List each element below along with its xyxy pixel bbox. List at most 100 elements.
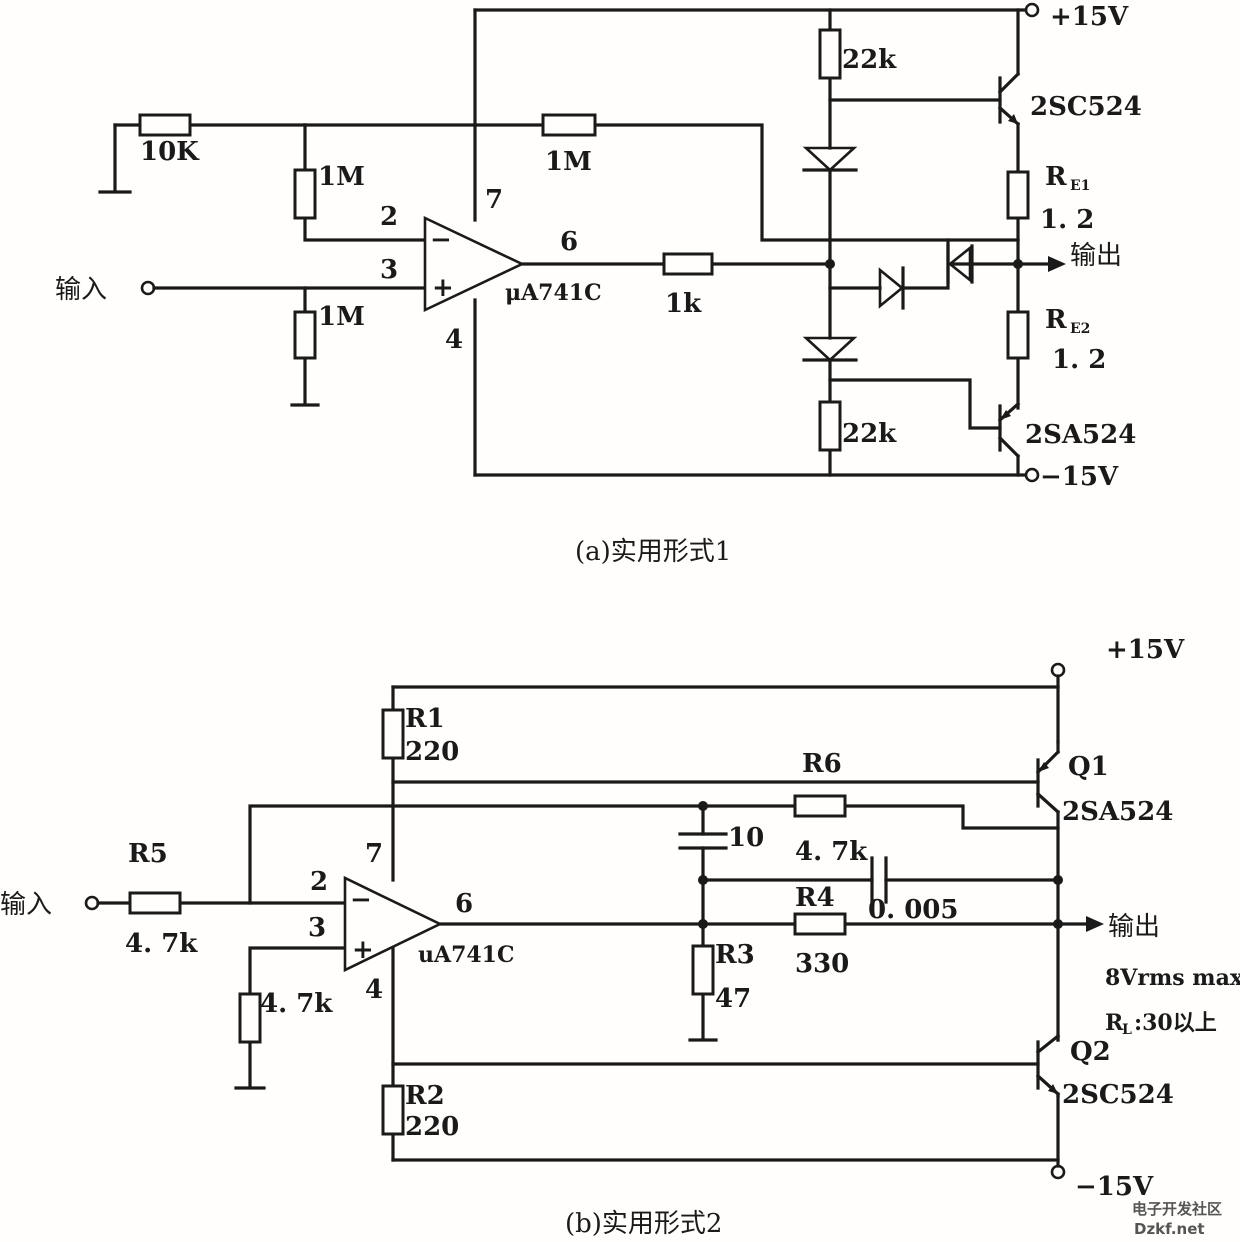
a-resistor-re1 [1006,170,1030,220]
a-diode-bottom [802,336,858,362]
a-pin2-label: 2 [380,202,398,232]
a-q-bottom-body [997,401,1021,477]
a-input-label: 输入 [55,275,107,305]
b-r5-name: R5 [128,839,168,869]
b-spec-rl-value: :30以上 [1134,1010,1217,1036]
circuit-b: 输入 输出 +15V −15V uA741C 2 3 4 6 7 − + R1 … [0,635,1240,1239]
b-r5-value: 4. 7k [125,929,198,959]
a-1m-fb-label: 1M [545,147,592,177]
b-r1-value: 220 [405,737,459,767]
b-resistor-r2 [381,1084,405,1136]
a-1m-in-label: 1M [318,302,365,332]
a-10k-ground-wire [98,123,132,194]
b-resistor-r1 [381,708,405,760]
a-1k-label: 1k [665,289,702,319]
watermark: 电子开发社区 Dzkf.net [1132,1200,1222,1238]
a-vcc-pos-label: +15V [1050,2,1129,32]
a-re2-name: R [1045,305,1067,335]
b-q2-part: 2SC524 [1062,1080,1174,1110]
b-r3-value: 47 [715,984,751,1014]
b-resistor-r5 [128,891,182,915]
b-spec-rl-sub: L [1122,1022,1132,1038]
a-opamp [423,215,526,313]
b-spec-vrms: 8Vrms max [1105,965,1240,991]
b-c1-plates [678,832,728,850]
a-opamp-label: μA741C [505,280,602,306]
b-resistor-r6 [793,794,847,818]
a-protect-wire [828,238,1020,290]
b-q1-name: Q1 [1068,752,1109,782]
a-22k-top-label: 22k [842,45,897,75]
a-re2-value: 1. 2 [1052,345,1106,375]
b-node-c2 [698,875,708,885]
circuit-a: 输入 输出 +15V −15V μA741C 2 3 4 6 7 − + 10K… [55,2,1142,567]
a-1m-input-wire [290,286,320,407]
b-q2-body [1035,1033,1061,1098]
a-node-center [825,259,835,269]
a-pin6-label: 6 [560,227,578,257]
a-10k-label: 10K [140,137,200,167]
a-re2-sub: E2 [1070,321,1090,337]
a-re1-sub: E1 [1070,178,1090,194]
b-vcc-neg-terminal [1050,1164,1066,1180]
b-c2-plates [870,856,888,904]
a-22k-bottom-label: 22k [842,419,897,449]
watermark-line1: 电子开发社区 [1132,1200,1222,1218]
a-vcc-pos-terminal [1024,2,1040,18]
a-resistor-10k [138,113,192,137]
a-q-top-label: 2SC524 [1030,92,1142,122]
b-pin7-label: 7 [365,839,383,869]
a-q-top-body [997,8,1021,127]
a-resistor-1k [662,252,714,276]
a-q-bottom-label: 2SA524 [1025,420,1136,450]
a-resistor-1m-inv [293,168,317,220]
a-base-bottom-wire [828,378,1002,430]
a-resistor-re2 [1006,310,1030,360]
a-re1-name: R [1045,162,1067,192]
a-output-node [1013,259,1023,269]
a-resistor-1m-feedback [541,113,597,137]
a-pin3-label: 3 [380,255,398,285]
b-vcc-pos-label: +15V [1106,635,1185,665]
a-diode-protect-2-bar [946,244,974,284]
b-r6-name: R6 [802,749,842,779]
a-resistor-22k-bottom [818,400,842,452]
b-pin6-label: 6 [455,889,473,919]
b-input-terminal[interactable] [84,895,100,911]
b-vcc-neg-label: −15V [1075,1172,1154,1202]
b-vcc-pos-terminal [1050,662,1066,678]
a-feedback-wire [303,123,1020,242]
b-r3-name: R3 [715,940,755,970]
b-r4-value: 330 [795,949,849,979]
a-vcc-neg-terminal [1024,467,1040,483]
a-q-top-arrow [1008,114,1018,124]
a-resistor-22k-top [818,28,842,80]
a-diode-protect-2 [947,245,972,283]
a-input-terminal[interactable] [140,280,156,296]
b-caption: (b)实用形式2 [565,1209,722,1239]
a-output-arrow [1048,256,1066,272]
b-q2-arrow [1048,1084,1058,1094]
b-resistor-4k7-ground [238,992,262,1044]
b-minus-label: − [350,885,372,915]
a-vcc-neg-label: −15V [1040,462,1119,492]
b-output-arrow [1086,916,1104,932]
a-pin4-label: 4 [445,325,463,355]
a-plus-label: + [432,273,454,303]
b-c1-value: 10 [728,823,764,853]
a-resistor-1m-input [293,310,317,360]
a-diode-top [802,146,858,172]
b-opamp [343,875,443,973]
a-caption: (a)实用形式1 [575,537,731,567]
b-r1-name: R1 [405,704,445,734]
b-spec-rl-name: R [1105,1010,1124,1036]
b-r2-name: R2 [405,1081,445,1111]
b-r2-value: 220 [405,1112,459,1142]
b-feedback-wire [248,804,1060,905]
b-node-c1 [698,801,708,811]
b-q1-body [1035,740,1061,1042]
a-1m-inv-label: 1M [318,162,365,192]
b-pin3-label: 3 [308,913,326,943]
b-c2-value: 0. 005 [868,895,958,925]
